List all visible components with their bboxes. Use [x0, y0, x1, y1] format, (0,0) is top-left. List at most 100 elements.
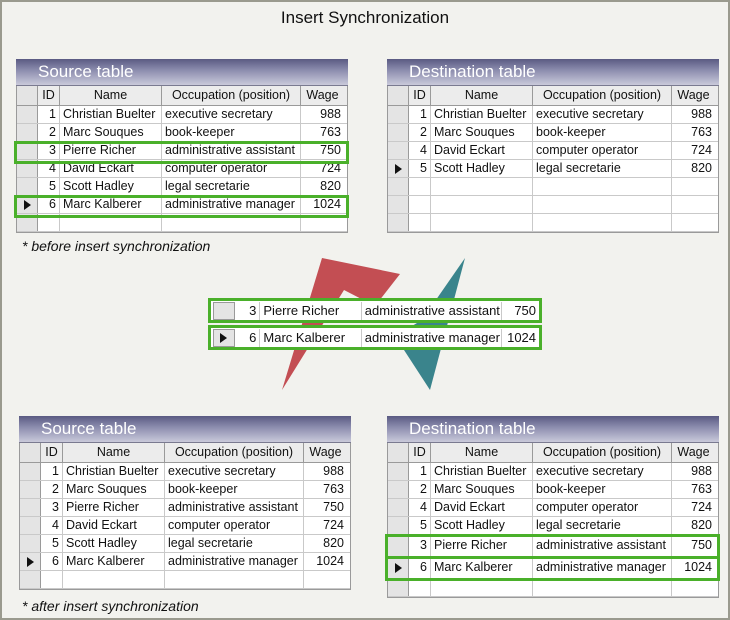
cell-wage[interactable]: 820 — [320, 179, 341, 193]
cell-name[interactable]: Christian Buelter — [60, 106, 162, 123]
cell-id[interactable]: 2 — [41, 481, 63, 498]
row-selector[interactable] — [20, 571, 41, 588]
row-selector[interactable] — [20, 463, 41, 480]
row-selector[interactable] — [20, 553, 41, 570]
cell-occupation[interactable]: legal secretarie — [165, 535, 304, 552]
row-selector[interactable] — [17, 124, 38, 141]
column-header-id[interactable]: ID — [38, 86, 60, 105]
cell-id[interactable]: 1 — [38, 106, 60, 123]
cell-occupation[interactable]: executive secretary — [165, 463, 304, 480]
column-header-occupation[interactable]: Occupation (position) — [533, 443, 672, 462]
cell-wage[interactable]: 820 — [691, 518, 712, 532]
empty-row[interactable] — [20, 571, 350, 589]
cell-wage[interactable]: 820 — [323, 536, 344, 550]
cell-name[interactable]: Scott Hadley — [63, 535, 165, 552]
row-selector[interactable] — [388, 579, 409, 596]
cell-wage[interactable]: 750 — [691, 538, 712, 552]
cell-name[interactable]: Pierre Richer — [431, 535, 533, 556]
row-selector[interactable] — [388, 481, 409, 498]
cell-wage[interactable]: 724 — [320, 161, 341, 175]
row-selector[interactable] — [388, 499, 409, 516]
row-selector[interactable] — [20, 481, 41, 498]
empty-row[interactable] — [388, 178, 718, 196]
cell-id[interactable]: 3 — [41, 499, 63, 516]
row-selector[interactable] — [388, 196, 409, 213]
row-selector[interactable] — [388, 142, 409, 159]
cell-name[interactable]: Pierre Richer — [260, 302, 362, 320]
cell-id[interactable]: 3 — [409, 535, 431, 556]
cell-occupation[interactable]: administrative manager — [533, 557, 672, 578]
cell-id[interactable]: 5 — [38, 178, 60, 195]
column-header-occupation[interactable]: Occupation (position) — [533, 86, 672, 105]
cell-occupation[interactable]: book-keeper — [162, 124, 301, 141]
cell-wage[interactable]: 763 — [323, 482, 344, 496]
row-selector[interactable] — [388, 463, 409, 480]
cell-wage[interactable]: 750 — [320, 143, 341, 157]
cell-occupation[interactable]: computer operator — [162, 160, 301, 177]
cell-wage[interactable]: 750 — [514, 303, 537, 318]
cell-id[interactable]: 4 — [41, 517, 63, 534]
cell-id[interactable]: 5 — [409, 517, 431, 534]
column-header-id[interactable]: ID — [409, 86, 431, 105]
column-header-id[interactable]: ID — [409, 443, 431, 462]
column-header-occupation[interactable]: Occupation (position) — [165, 443, 304, 462]
cell-wage[interactable]: 1024 — [313, 197, 341, 211]
cell-name[interactable]: Christian Buelter — [431, 106, 533, 123]
cell-name[interactable]: Christian Buelter — [63, 463, 165, 480]
row-selector[interactable] — [388, 124, 409, 141]
empty-row[interactable] — [17, 214, 347, 232]
row-selector[interactable] — [388, 517, 409, 534]
cell-id[interactable]: 5 — [409, 160, 431, 177]
cell-occupation[interactable]: administrative assistant — [162, 142, 301, 159]
row-selector-header[interactable] — [20, 443, 41, 462]
cell-name[interactable]: Marc Kalberer — [60, 196, 162, 213]
cell-id[interactable]: 6 — [237, 329, 261, 347]
row-selector-header[interactable] — [388, 443, 409, 462]
cell-name[interactable]: Marc Souques — [431, 124, 533, 141]
column-header-name[interactable]: Name — [63, 443, 165, 462]
cell-id[interactable]: 5 — [41, 535, 63, 552]
cell-occupation[interactable]: legal secretarie — [533, 160, 672, 177]
cell-wage[interactable]: 988 — [323, 464, 344, 478]
column-header-name[interactable]: Name — [431, 443, 533, 462]
cell-name[interactable]: Christian Buelter — [431, 463, 533, 480]
cell-occupation[interactable]: legal secretarie — [533, 517, 672, 534]
cell-wage[interactable]: 750 — [323, 500, 344, 514]
row-selector[interactable] — [17, 214, 38, 231]
cell-id[interactable]: 4 — [409, 499, 431, 516]
cell-id[interactable]: 3 — [38, 142, 60, 159]
cell-id[interactable]: 6 — [409, 557, 431, 578]
cell-name[interactable]: Scott Hadley — [60, 178, 162, 195]
cell-name[interactable]: Pierre Richer — [60, 142, 162, 159]
cell-occupation[interactable]: administrative manager — [165, 553, 304, 570]
cell-wage[interactable]: 1024 — [316, 554, 344, 568]
row-selector[interactable] — [17, 142, 38, 159]
row-selector[interactable] — [388, 557, 409, 578]
row-selector[interactable] — [388, 160, 409, 177]
cell-id[interactable]: 1 — [409, 463, 431, 480]
row-selector[interactable] — [20, 535, 41, 552]
cell-occupation[interactable]: executive secretary — [162, 106, 301, 123]
cell-occupation[interactable]: computer operator — [533, 142, 672, 159]
column-header-occupation[interactable]: Occupation (position) — [162, 86, 301, 105]
cell-wage[interactable]: 988 — [320, 107, 341, 121]
table-row[interactable]: 6 Marc Kalberer administrative manager 1… — [211, 329, 539, 347]
row-selector[interactable] — [17, 160, 38, 177]
cell-occupation[interactable]: legal secretarie — [162, 178, 301, 195]
cell-wage[interactable]: 1024 — [684, 560, 712, 574]
cell-id[interactable]: 4 — [409, 142, 431, 159]
row-selector-header[interactable] — [388, 86, 409, 105]
row-selector-header[interactable] — [17, 86, 38, 105]
cell-id[interactable]: 1 — [41, 463, 63, 480]
cell-name[interactable]: Scott Hadley — [431, 517, 533, 534]
cell-name[interactable]: David Eckart — [431, 142, 533, 159]
cell-occupation[interactable]: computer operator — [165, 517, 304, 534]
